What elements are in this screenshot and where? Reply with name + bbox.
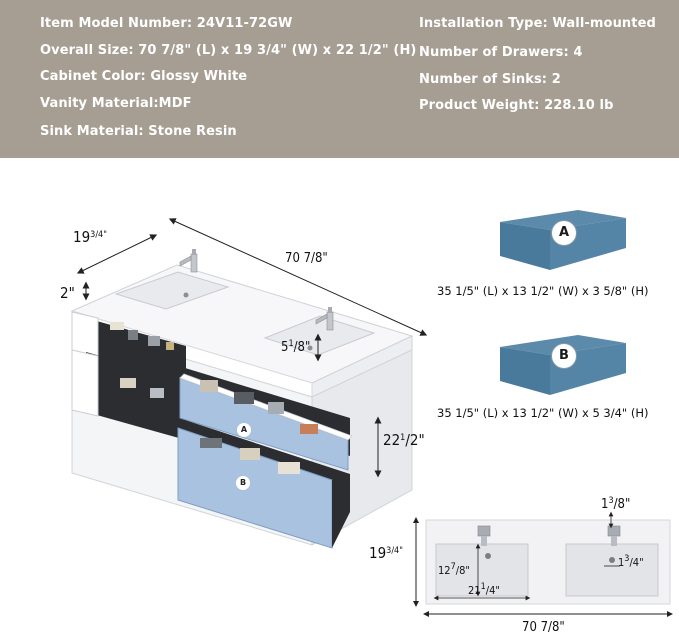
spec-drawer-count: Number of Drawers: 4 (419, 45, 583, 60)
top-view-depth-label: 193/4" (369, 544, 403, 562)
top-view-basin-width-label: 211/4" (468, 582, 500, 597)
drawer-b-dimensions: 35 1/5" (L) x 13 1/2" (W) x 5 3/4" (H) (437, 406, 649, 420)
drawer-b-side (332, 474, 350, 548)
spec-overall-size: Overall Size: 70 7/8" (L) x 19 3/4" (W) … (40, 43, 417, 58)
spec-sink-count: Number of Sinks: 2 (419, 72, 561, 87)
top-view-right-drain (609, 557, 615, 563)
top-view-right-faucet-icon (607, 525, 621, 546)
top-view-left-faucet-icon (477, 525, 491, 546)
width-dimension-line (168, 218, 428, 336)
spec-sink-material: Sink Material: Stone Resin (40, 124, 237, 139)
top-thickness-label: 2" (60, 284, 75, 302)
spec-banner: Item Model Number: 24V11-72GW Overall Si… (0, 0, 679, 158)
top-view-drain-label: 13/4" (618, 554, 644, 569)
basin-depth-label: 51/8" (281, 339, 311, 355)
spec-installation-type: Installation Type: Wall-mounted (419, 16, 656, 31)
spec-vanity-material: Vanity Material:MDF (40, 96, 192, 111)
right-drain (307, 345, 313, 351)
drawer-b-badge: B (236, 476, 250, 490)
spec-product-weight: Product Weight: 228.10 lb (419, 98, 614, 113)
left-lower-drawer-interior (86, 352, 186, 440)
top-view-basin-depth-label: 127/8" (438, 562, 470, 577)
drawer-a-dimensions: 35 1/5" (L) x 13 1/2" (W) x 3 5/8" (H) (437, 284, 649, 298)
top-view-left-drain (485, 553, 491, 559)
spec-cabinet-color: Cabinet Color: Glossy White (40, 69, 248, 84)
vanity-depth-label: 193/4" (73, 228, 107, 246)
spec-model: Item Model Number: 24V11-72GW (40, 16, 293, 31)
top-view-right-basin (565, 543, 659, 597)
depth-dimension-line (76, 234, 158, 274)
drawer-a-top-edge (179, 373, 353, 441)
drawer-a-badge: A (237, 423, 251, 437)
drawer-b-label: B (551, 343, 577, 369)
vanity-width-label: 70 7/8" (285, 251, 328, 266)
drawer-items (110, 322, 318, 474)
drawer-a-label: A (551, 220, 577, 246)
top-view-faucet-hole-label: 13/8" (601, 496, 631, 512)
left-lower-drawer-front (71, 349, 99, 417)
top-view-width-label: 70 7/8" (522, 620, 565, 635)
vanity-height-label: 221/2" (383, 431, 425, 449)
